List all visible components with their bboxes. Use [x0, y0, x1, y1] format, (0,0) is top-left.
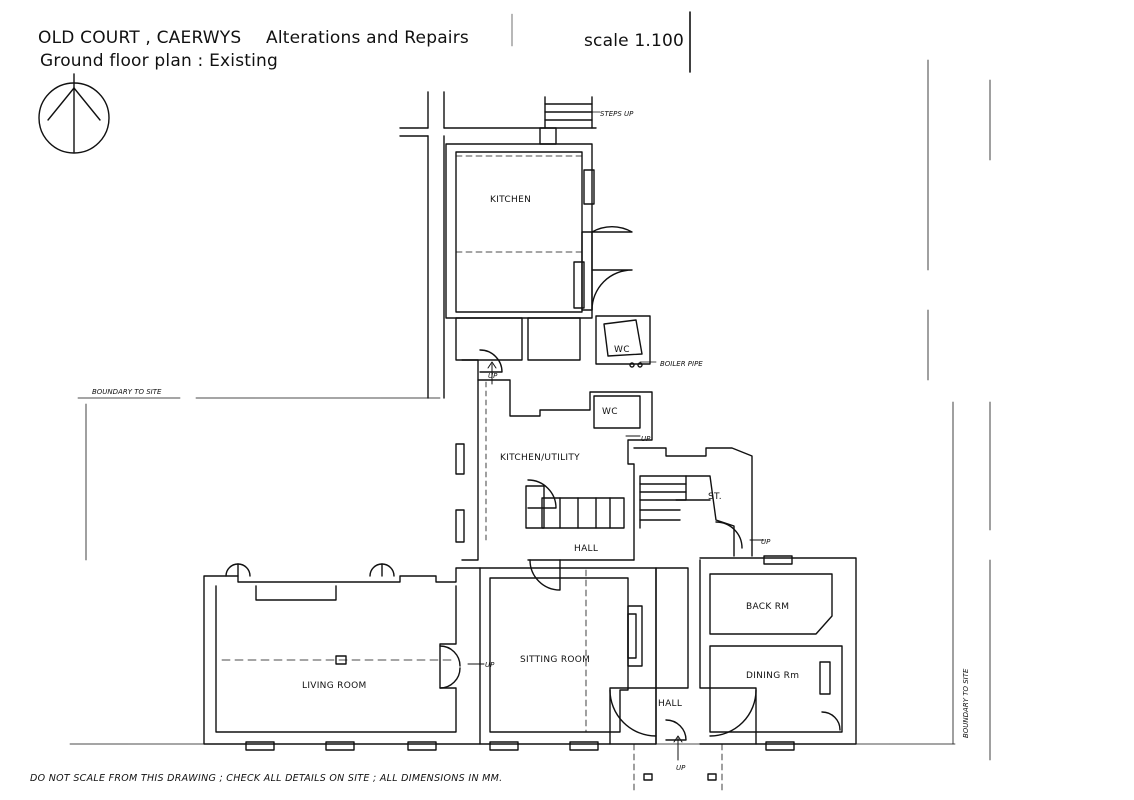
kitchen-utility-walls — [455, 349, 653, 561]
room-label-hall-entrance: HALL — [658, 699, 682, 709]
up-arrow-marks — [467, 361, 765, 761]
kitchen-block-walls — [445, 96, 633, 319]
central-hall-walls — [527, 559, 635, 591]
front-window-sills — [245, 741, 795, 751]
annotation-steps-up: STEPS UP — [600, 110, 634, 118]
room-label-dining-room: DINING Rm — [746, 671, 799, 681]
annotation-boiler-pipe: BOILER PIPE — [660, 360, 703, 368]
room-label-kitchen: KITCHEN — [490, 195, 531, 205]
room-label-back-room: BACK RM — [746, 602, 789, 612]
store-stair-walls — [633, 447, 753, 557]
room-label-hall-centre: HALL — [574, 544, 598, 554]
boundary-wall — [399, 91, 597, 399]
drawing-subject: Alterations and Repairs — [266, 28, 469, 48]
room-label-sitting-room: SITTING ROOM — [520, 655, 590, 665]
room-label-kitchen-utility: KITCHEN/UTILITY — [500, 453, 580, 463]
room-label-living-room: LIVING ROOM — [302, 681, 367, 691]
annotation-boundary-right: BOUNDARY TO SITE — [962, 668, 970, 738]
annotation-up-1: UP — [488, 372, 498, 380]
annotation-up-5: UP — [676, 764, 686, 772]
footer-disclaimer: DO NOT SCALE FROM THIS DRAWING ; CHECK A… — [30, 773, 503, 784]
annotation-up-2: UP — [641, 435, 651, 443]
front-range-walls — [203, 555, 857, 791]
room-label-store: ST. — [708, 492, 722, 502]
north-arrow-icon — [38, 73, 110, 154]
drawing-plan-title: Ground floor plan : Existing — [40, 51, 279, 71]
drawing-scale: scale 1.100 — [584, 31, 685, 51]
room-label-wc-upper: WC — [614, 345, 630, 355]
room-label-wc-lower: WC — [602, 407, 618, 417]
annotation-up-4: UP — [485, 661, 495, 669]
project-title: OLD COURT , CAERWYS — [38, 28, 242, 48]
utility-band-walls — [455, 315, 657, 368]
annotation-boundary-left: BOUNDARY TO SITE — [92, 388, 162, 396]
annotation-up-3: UP — [761, 538, 771, 546]
